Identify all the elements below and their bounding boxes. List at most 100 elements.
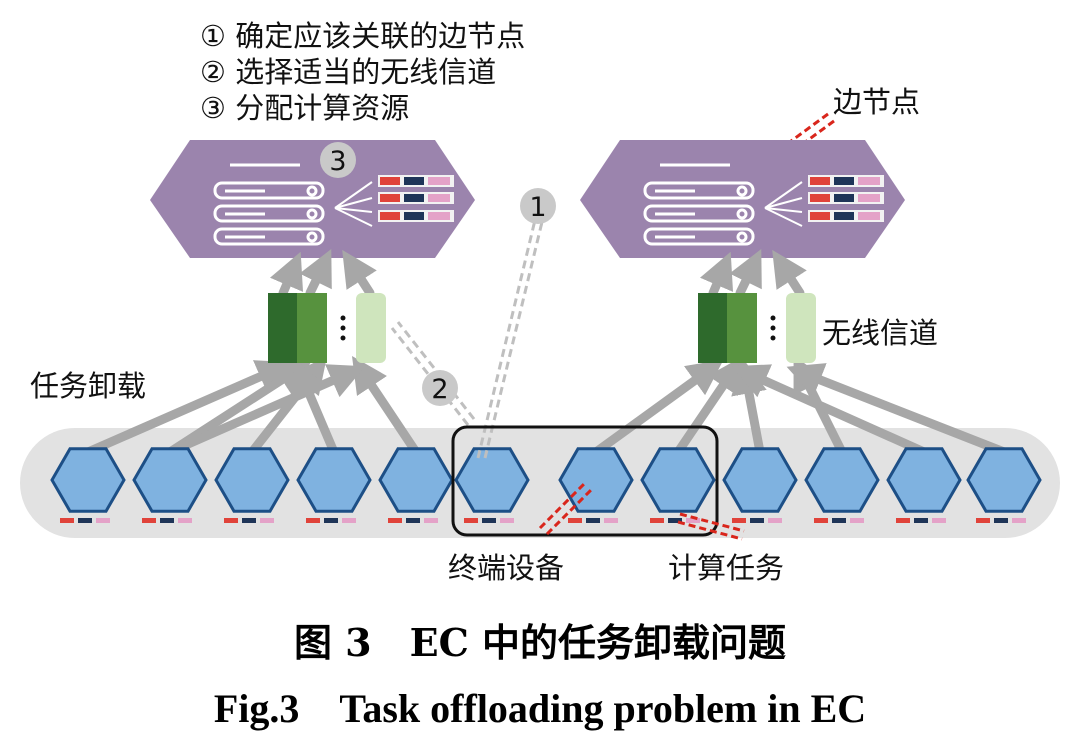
offloading-diagram: ① 确定应该关联的边节点 ② 选择适当的无线信道 ③ 分配计算资源 边节点 xyxy=(20,19,1060,585)
task-block xyxy=(388,518,402,523)
task-block xyxy=(604,518,618,523)
device-hexagon xyxy=(640,447,716,513)
offload-arrow xyxy=(299,249,332,298)
resource-blocks xyxy=(378,175,454,222)
device-band xyxy=(20,428,1060,538)
decision-lines xyxy=(390,219,544,459)
task-block xyxy=(242,518,256,523)
offload-arrow xyxy=(673,356,744,457)
task-block xyxy=(96,518,110,523)
device xyxy=(640,447,716,523)
task-block xyxy=(994,518,1008,523)
marker-one: 1 xyxy=(520,188,556,224)
device-hexagon xyxy=(50,447,126,513)
edge-server-right xyxy=(580,140,905,258)
offload-arrow xyxy=(772,249,807,298)
offload-arrow xyxy=(591,359,724,457)
task-block xyxy=(142,518,156,523)
svg-text:1: 1 xyxy=(529,192,546,223)
compute-task-label: 计算任务 xyxy=(668,551,784,585)
device-hexagon xyxy=(296,447,372,513)
svg-text:2: 2 xyxy=(431,374,448,405)
task-block xyxy=(768,518,782,523)
task-block xyxy=(814,518,828,523)
wireless-channels-left xyxy=(268,293,386,363)
device-hexagon xyxy=(132,447,208,513)
offload-arrow xyxy=(729,249,762,298)
wireless-channels-right xyxy=(698,293,816,363)
svg-text:3: 3 xyxy=(329,146,346,177)
task-block xyxy=(324,518,338,523)
task-block xyxy=(686,518,700,523)
task-block xyxy=(976,518,990,523)
device xyxy=(558,447,634,523)
task-block xyxy=(932,518,946,523)
task-block xyxy=(500,518,514,523)
task-block xyxy=(78,518,92,523)
task-block xyxy=(464,518,478,523)
task-block xyxy=(224,518,238,523)
task-block xyxy=(732,518,746,523)
offload-arrow xyxy=(83,360,294,457)
task-block xyxy=(178,518,192,523)
device xyxy=(296,447,372,523)
task-block xyxy=(750,518,764,523)
offload-arrow xyxy=(352,356,421,457)
device xyxy=(132,447,208,523)
task-block xyxy=(424,518,438,523)
device-hexagon xyxy=(214,447,290,513)
task-block xyxy=(668,518,682,523)
device xyxy=(454,447,530,523)
device xyxy=(214,447,290,523)
device-row xyxy=(50,447,1042,523)
task-block xyxy=(342,518,356,523)
device xyxy=(966,447,1042,523)
task-block xyxy=(406,518,420,523)
device-hexagon xyxy=(722,447,798,513)
task-block xyxy=(260,518,274,523)
fan-lines xyxy=(334,181,373,227)
task-block xyxy=(586,518,600,523)
terminal-device-label: 终端设备 xyxy=(448,551,564,585)
edge-server-left xyxy=(150,140,475,258)
caption-english: Fig.3 Task offloading problem in EC xyxy=(213,686,867,731)
task-block xyxy=(650,518,664,523)
device xyxy=(722,447,798,523)
offload-arrow xyxy=(269,251,304,298)
edge-node-label: 边节点 xyxy=(833,85,920,119)
compute-task-pointer xyxy=(677,512,745,541)
device-hexagon xyxy=(966,447,1042,513)
task-block xyxy=(896,518,910,523)
device-hexagon xyxy=(378,447,454,513)
device-hexagon xyxy=(804,447,880,513)
device xyxy=(886,447,962,523)
offload-arrow xyxy=(291,358,339,457)
server-rack-icon xyxy=(213,163,325,246)
task-offload-label: 任务卸载 xyxy=(30,369,146,403)
task-block xyxy=(60,518,74,523)
device xyxy=(804,447,880,523)
task-block xyxy=(568,518,582,523)
offload-arrows xyxy=(83,249,1009,457)
offload-arrow xyxy=(699,251,734,298)
device xyxy=(50,447,126,523)
device xyxy=(378,447,454,523)
step-1-text: ① 确定应该关联的边节点 xyxy=(200,19,525,53)
step-3-text: ③ 分配计算资源 xyxy=(200,91,409,125)
step-2-text: ② 选择适当的无线信道 xyxy=(200,55,496,89)
marker-two: 2 xyxy=(422,370,458,406)
task-block xyxy=(1012,518,1026,523)
task-block xyxy=(482,518,496,523)
caption-chinese: 图 3 EC 中的任务卸载问题 xyxy=(293,620,787,665)
marker-three: 3 xyxy=(320,142,356,178)
offload-arrow xyxy=(165,364,366,457)
device-hexagon xyxy=(454,447,530,513)
server-rack-icon xyxy=(643,163,755,246)
offload-arrow xyxy=(786,363,1009,457)
device-hexagon xyxy=(886,447,962,513)
task-block xyxy=(160,518,174,523)
terminal-device-highlight xyxy=(451,425,719,537)
task-block xyxy=(914,518,928,523)
offload-arrow xyxy=(731,364,929,457)
task-block xyxy=(306,518,320,523)
